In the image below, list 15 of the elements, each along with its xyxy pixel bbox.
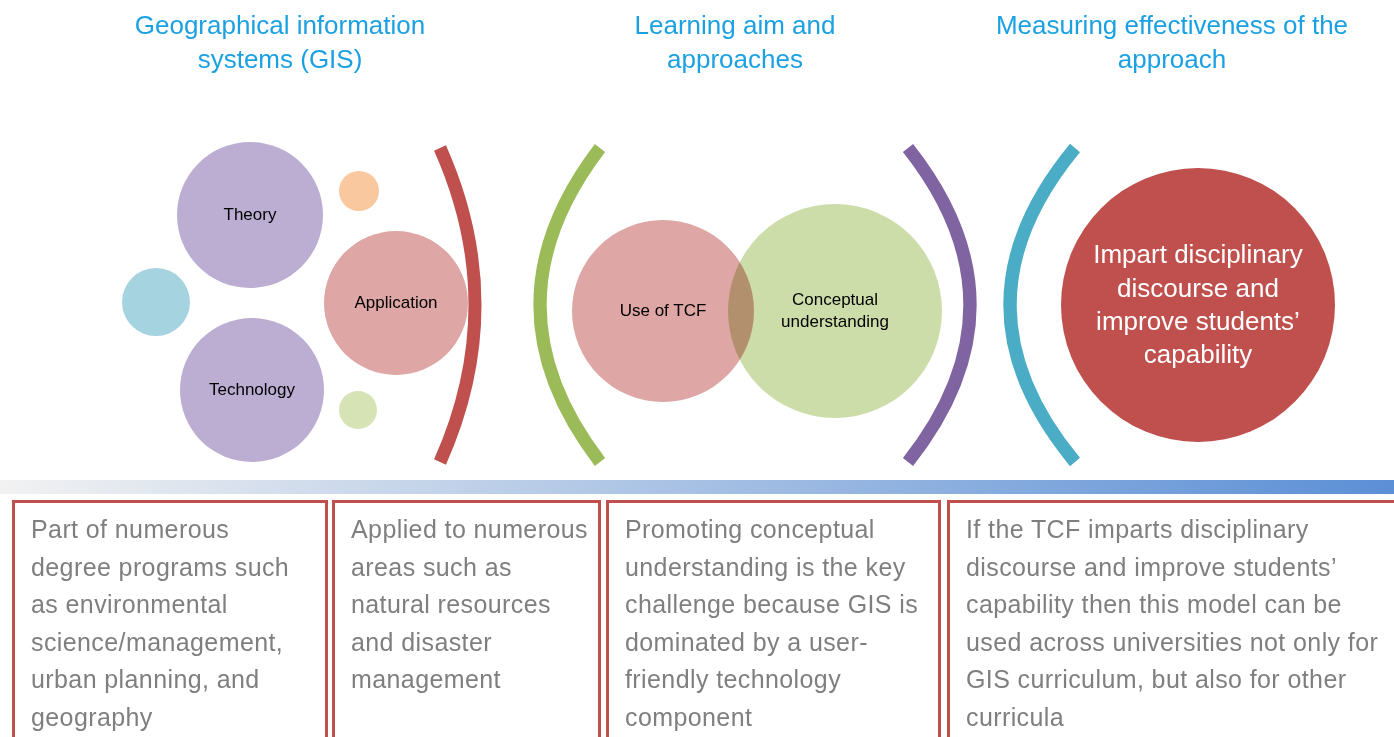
topic-circle: Conceptual understanding: [728, 204, 942, 418]
column-heading: Learning aim and approaches: [633, 9, 837, 76]
text-panel: If the TCF imparts disciplinary discourse and improve students’ capability then this model can be used across universities not only for GIS curriculum, but also for other curricula: [947, 500, 1394, 737]
decorative-circle: [339, 391, 377, 429]
topic-circle: Impart disciplinary discourse and improve students’ capability: [1061, 168, 1335, 442]
column-heading: Measuring effectiveness of the approach: [994, 9, 1350, 76]
decorative-circle: [339, 171, 379, 211]
topic-circle: Technology: [180, 318, 324, 462]
text-panel: Part of numerous degree programs such as environmental science/management, urban planning, and geography: [12, 500, 328, 737]
gradient-bar: [0, 480, 1394, 494]
topic-circle: Theory: [177, 142, 323, 288]
text-panel: Applied to numerous areas such as natural resources and disaster management: [332, 500, 601, 737]
text-panel: Promoting conceptual understanding is the key challenge because GIS is dominated by a user-friendly technology component: [606, 500, 941, 737]
topic-circle: Application: [324, 231, 468, 375]
column-heading: Geographical information systems (GIS): [133, 9, 427, 76]
